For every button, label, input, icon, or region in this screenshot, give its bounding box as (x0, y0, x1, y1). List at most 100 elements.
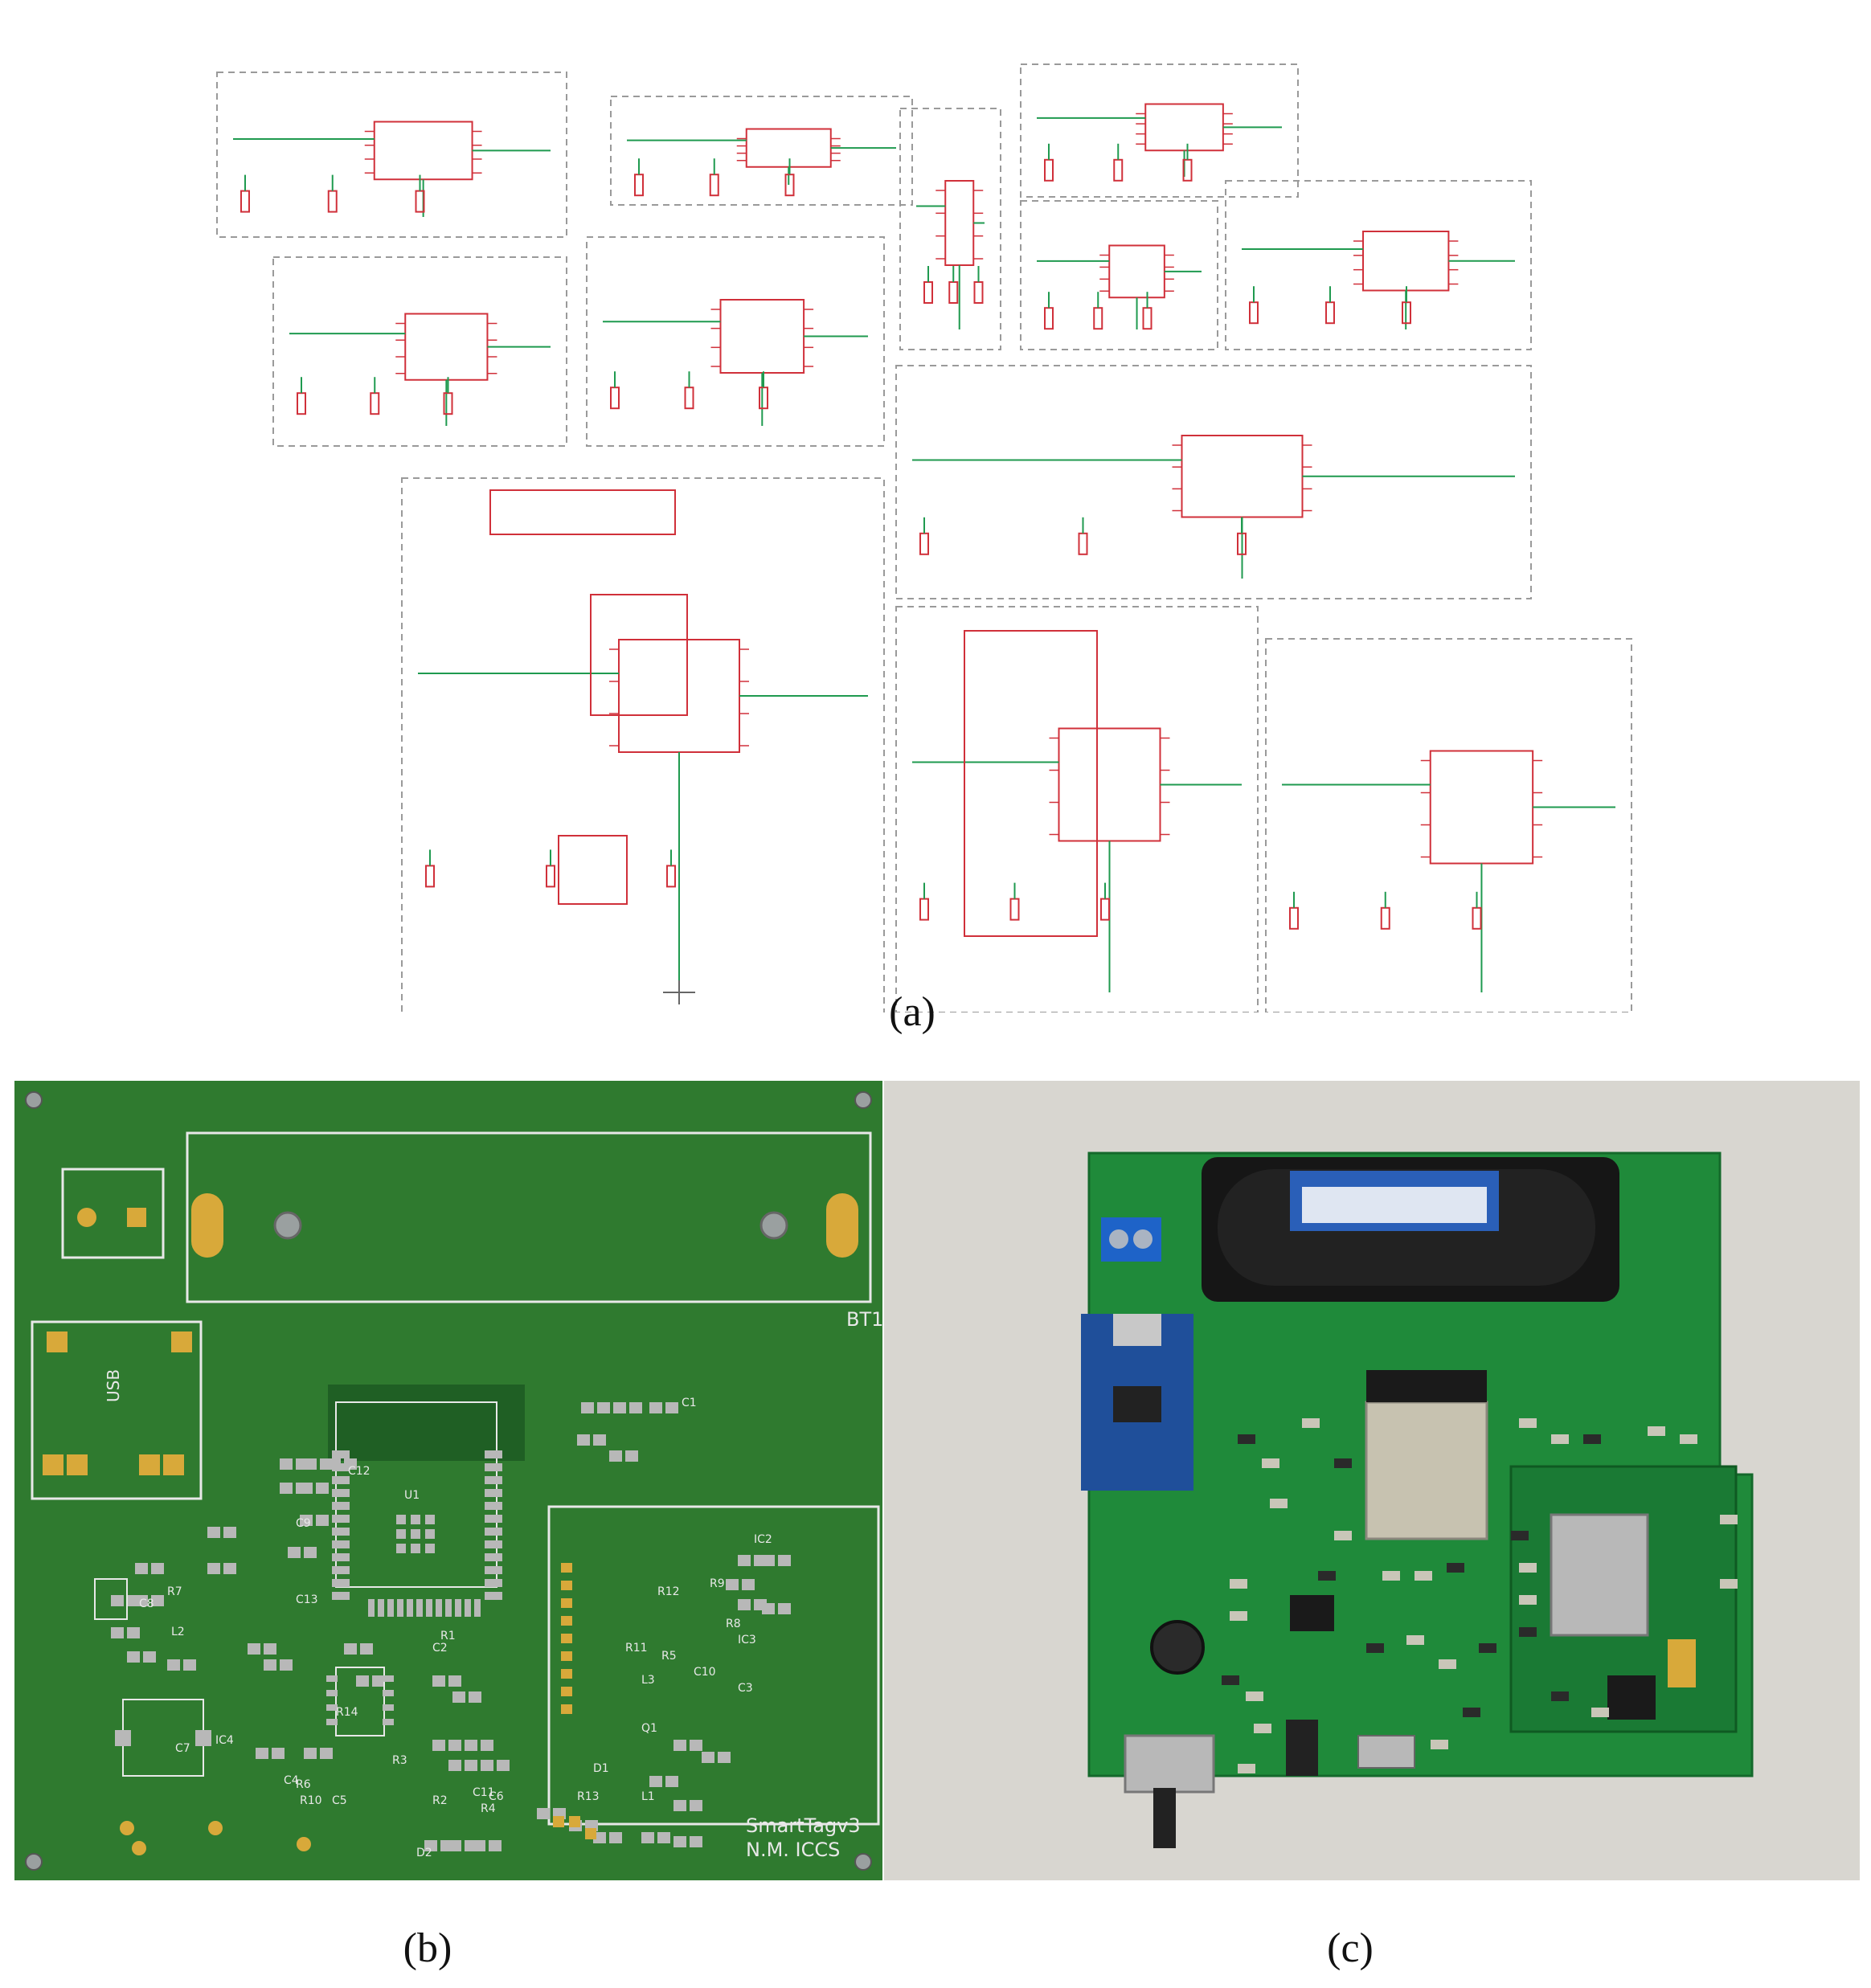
pcb-silk-label: IC4 (215, 1734, 234, 1747)
pcb-silk-label: Q1 (641, 1722, 657, 1735)
schematic-frame (1225, 180, 1532, 350)
smd-pad (151, 1595, 164, 1606)
gold-via (132, 1841, 146, 1855)
terminal-screw (1133, 1229, 1152, 1249)
slide-switch (1124, 1734, 1215, 1794)
schematic-component (784, 174, 795, 197)
pcb-silk-label: L2 (171, 1626, 185, 1638)
mcu-pad (332, 1579, 350, 1587)
mcu-pad (378, 1599, 384, 1617)
pcb-silk-label: C10 (694, 1666, 716, 1679)
micro-usb-port (1357, 1735, 1415, 1769)
usb-pad (171, 1331, 192, 1352)
mcu-pad (416, 1599, 423, 1617)
smd-pad (135, 1595, 148, 1606)
photo-smd-parts (1222, 1418, 1738, 1773)
battery-ref-label: BT1 (846, 1308, 882, 1331)
smd-pad (690, 1836, 702, 1847)
mcu-pad (332, 1502, 350, 1510)
smd-pad (665, 1402, 678, 1413)
mcu-thermal-pad (411, 1515, 420, 1524)
smd-pad (316, 1483, 329, 1494)
pcb-silk-label: R13 (577, 1790, 600, 1803)
schematic-component (1142, 307, 1152, 330)
usb-label: USB (104, 1369, 123, 1402)
schematic-component (923, 281, 933, 304)
smd-pad (581, 1402, 594, 1413)
schematic-component (1044, 307, 1054, 330)
header-outline (94, 1578, 128, 1620)
schematic-frame (586, 236, 885, 447)
ic-chip (1607, 1675, 1656, 1720)
smd-pad (673, 1800, 686, 1811)
mcu-pad (445, 1599, 452, 1617)
mcu-pad (407, 1599, 413, 1617)
pcb-silk-label: R8 (726, 1618, 741, 1630)
mounting-hole (854, 1853, 872, 1871)
schematic-component (1093, 307, 1103, 330)
photo-smd-part (1382, 1571, 1400, 1581)
smd-pad (726, 1579, 739, 1590)
schematic-frame (895, 365, 1532, 599)
schematic-part (1181, 435, 1304, 518)
smd-pad (609, 1832, 622, 1843)
schematic-component (759, 387, 768, 410)
schematic-component (948, 281, 959, 304)
smd-pad (690, 1800, 702, 1811)
gold-pad (553, 1816, 564, 1827)
caption-c: (c) (1327, 1925, 1374, 1971)
smd-pad (718, 1752, 731, 1763)
photo-smd-part (1406, 1635, 1424, 1645)
smd-pad (657, 1832, 670, 1843)
photo-smd-part (1720, 1515, 1738, 1524)
photo-smd-part (1648, 1426, 1665, 1436)
schematic-part (404, 313, 489, 381)
smd-pad (625, 1450, 638, 1462)
photo-smd-part (1463, 1708, 1480, 1717)
smd-pad (597, 1402, 610, 1413)
smd-pad (762, 1555, 775, 1566)
smd-pad (143, 1651, 156, 1663)
battery-hole (273, 1211, 302, 1240)
schematic-frame (610, 96, 913, 206)
schematic-component (240, 190, 250, 213)
smd-pad (151, 1563, 164, 1574)
photo-smd-part (1270, 1499, 1288, 1508)
smd-pad (256, 1748, 268, 1759)
photo-smd-part (1230, 1579, 1247, 1589)
schematic-component (1325, 301, 1335, 325)
slide-switch-lever (1153, 1788, 1176, 1848)
smd-pad (577, 1434, 590, 1446)
soic-pin (326, 1704, 338, 1711)
pcb-silk-label: D2 (416, 1847, 432, 1859)
smd-pad (127, 1627, 140, 1638)
pcb-silk-label: C12 (348, 1465, 371, 1478)
mcu-pad (485, 1463, 502, 1471)
gold-via (208, 1821, 223, 1835)
module-edge-pad (561, 1704, 572, 1714)
soic-pin (383, 1690, 394, 1696)
module-edge-pad (561, 1669, 572, 1679)
smd-pad (448, 1840, 461, 1851)
smd-pad (778, 1603, 791, 1614)
schematic-component (1009, 898, 1020, 921)
mcu-thermal-pad (411, 1529, 420, 1539)
smd-pad (702, 1752, 714, 1763)
photo-smd-part (1519, 1563, 1537, 1573)
mcu-pad (465, 1599, 471, 1617)
schematic-sim (558, 835, 628, 905)
caption-b: (b) (403, 1925, 452, 1971)
usb-pad (47, 1331, 68, 1352)
smd-pad (304, 1748, 317, 1759)
pcb-silk-label: C11 (473, 1786, 495, 1799)
smd-pad (280, 1458, 293, 1470)
schematic-component (1380, 906, 1390, 930)
usb-pad (163, 1454, 184, 1475)
soic-pin (383, 1675, 394, 1682)
mcu-pad (397, 1599, 403, 1617)
usb-pad (139, 1454, 160, 1475)
smd-pad (424, 1840, 437, 1851)
photo-smd-part (1447, 1563, 1464, 1573)
usb-pad (67, 1454, 88, 1475)
